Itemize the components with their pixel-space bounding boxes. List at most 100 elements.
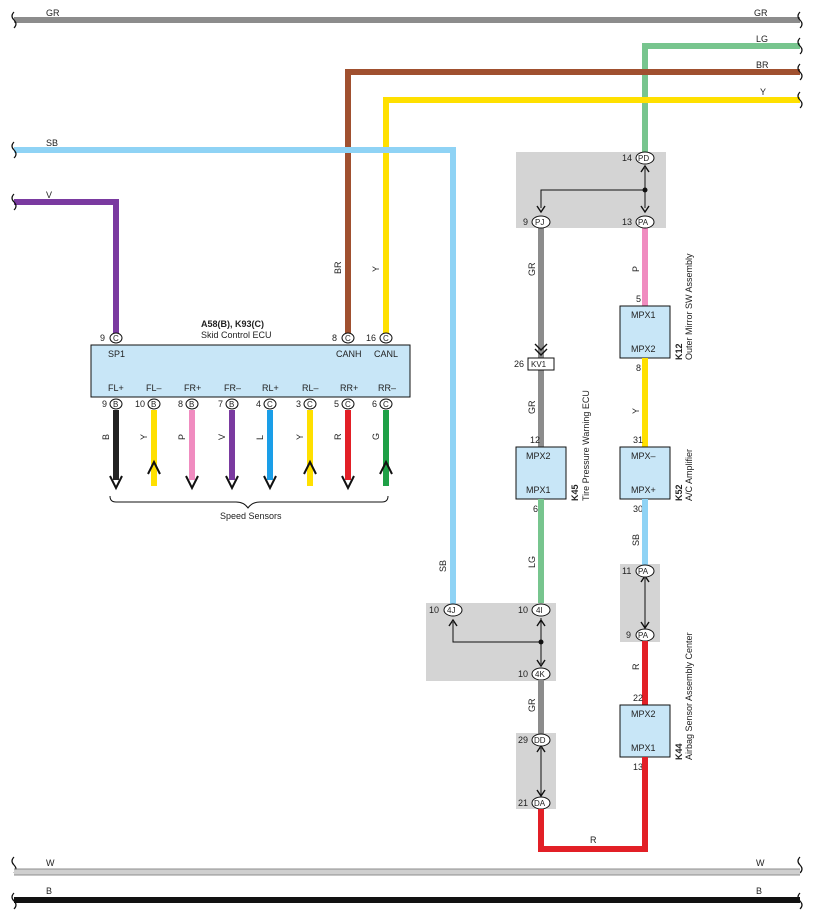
wire-br bbox=[345, 69, 800, 334]
ecu-pin-conn-6: C bbox=[345, 400, 351, 409]
label-y-vert: Y bbox=[371, 266, 381, 272]
label-y-k52: Y bbox=[631, 408, 641, 414]
label-w-left: W bbox=[46, 858, 55, 868]
svg-text:PJ: PJ bbox=[535, 218, 544, 227]
svg-text:4K: 4K bbox=[535, 670, 545, 679]
ecu-top-pin-sp1: C 9 SP1 bbox=[100, 332, 125, 359]
svg-text:11: 11 bbox=[622, 566, 631, 576]
connector-pa-9: PA 9 bbox=[626, 628, 655, 642]
sensor-wire-label-7: G bbox=[371, 433, 381, 440]
ecu-pin-label-1: FL– bbox=[146, 383, 162, 393]
connector-4i-10: 4I 10 bbox=[518, 603, 551, 617]
svg-text:C: C bbox=[345, 334, 351, 343]
connector-pa-11: PA 11 bbox=[622, 564, 655, 578]
arrow-up-4i bbox=[536, 618, 546, 627]
wire-sb-left bbox=[14, 147, 456, 610]
arrow-down-pj bbox=[536, 205, 546, 214]
wire-r-bottom bbox=[538, 757, 648, 852]
ecu-pin-connector-6 bbox=[341, 398, 355, 410]
ecu-bottom-pins: B9FL+BB10FL–YB8FR+PB7FR–VC4RL+LC3RL–YC5R… bbox=[101, 383, 396, 491]
label-gr-kv1-upper: GR bbox=[527, 262, 537, 276]
label-r-k44: R bbox=[631, 663, 641, 670]
ecu-subtitle: Skid Control ECU bbox=[201, 330, 272, 340]
svg-text:10: 10 bbox=[429, 605, 439, 615]
k45-pin-top: MPX2 bbox=[526, 451, 551, 461]
ecu-pin-label-0: FL+ bbox=[108, 383, 124, 393]
ecu-pin-label-4: RL+ bbox=[262, 383, 279, 393]
svg-text:DA: DA bbox=[534, 799, 546, 808]
junction-block-pa-pa bbox=[620, 564, 660, 642]
label-gr-top-left: GR bbox=[46, 8, 60, 18]
svg-text:8: 8 bbox=[332, 333, 337, 343]
svg-text:10: 10 bbox=[518, 605, 528, 615]
svg-text:KV1: KV1 bbox=[531, 360, 547, 369]
label-gr-kv1-lower: GR bbox=[527, 400, 537, 414]
sensor-arrow-7 bbox=[379, 459, 393, 475]
k45-box bbox=[515, 446, 567, 500]
label-b-right: B bbox=[756, 886, 762, 896]
svg-text:9: 9 bbox=[100, 333, 105, 343]
k44-code: K44 bbox=[674, 743, 684, 760]
sensor-arrow-3 bbox=[225, 475, 239, 491]
k45-num-top: 12 bbox=[530, 435, 540, 445]
label-sb-left: SB bbox=[46, 138, 58, 148]
k44-num-bottom: 13 bbox=[633, 762, 643, 772]
label-lg-top: LG bbox=[756, 34, 768, 44]
arrow-down-da bbox=[536, 789, 546, 798]
svg-text:PD: PD bbox=[638, 154, 649, 163]
k12-num-top: 5 bbox=[636, 294, 641, 304]
k45-name: Tire Pressure Warning ECU bbox=[581, 390, 591, 501]
svg-text:C: C bbox=[113, 334, 119, 343]
svg-text:21: 21 bbox=[518, 798, 528, 808]
ecu-pin-connector-3 bbox=[225, 398, 239, 410]
skid-control-ecu-box bbox=[90, 344, 411, 398]
ecu-pin-conn-2: B bbox=[189, 400, 194, 409]
sensor-wire-label-5: Y bbox=[295, 434, 305, 440]
label-v-left: V bbox=[46, 190, 52, 200]
speed-sensors-label: Speed Sensors bbox=[220, 511, 282, 521]
k12-name: Outer Mirror SW Assembly bbox=[684, 253, 694, 360]
svg-text:26: 26 bbox=[514, 359, 524, 369]
break-marks-left bbox=[11, 11, 17, 910]
k52-code: K52 bbox=[674, 484, 684, 501]
k45-code: K45 bbox=[570, 484, 580, 501]
kv1-arrows bbox=[534, 343, 548, 356]
k12-pin-bottom: MPX2 bbox=[631, 344, 656, 354]
arrow-up-pd bbox=[640, 164, 650, 173]
connector-dd-29: DD 29 bbox=[518, 733, 551, 747]
junction-dot-4i bbox=[538, 639, 544, 645]
k44-box bbox=[619, 704, 671, 758]
ecu-pin-num-3: 7 bbox=[218, 399, 223, 409]
ecu-pin-conn-5: C bbox=[307, 400, 313, 409]
connector-pj-9: PJ 9 bbox=[523, 215, 551, 229]
wire-v-left bbox=[14, 199, 119, 334]
label-w-right: W bbox=[756, 858, 765, 868]
svg-text:CANH: CANH bbox=[336, 349, 362, 359]
ecu-pin-conn-0: B bbox=[113, 400, 118, 409]
ecu-pin-connector-7 bbox=[379, 398, 393, 410]
sensor-arrow-2 bbox=[185, 475, 199, 491]
k44-pin-bottom: MPX1 bbox=[631, 743, 656, 753]
ecu-pin-label-5: RL– bbox=[302, 383, 319, 393]
sensor-arrow-1 bbox=[147, 459, 161, 475]
ecu-pin-num-4: 4 bbox=[256, 399, 261, 409]
ecu-pin-num-0: 9 bbox=[102, 399, 107, 409]
label-lg-k45: LG bbox=[527, 556, 537, 568]
arrow-down-4k bbox=[536, 659, 546, 668]
svg-text:SP1: SP1 bbox=[108, 349, 125, 359]
sensor-wire-label-6: R bbox=[333, 433, 343, 440]
k52-pin-bottom: MPX+ bbox=[631, 485, 656, 495]
svg-text:4J: 4J bbox=[447, 606, 455, 615]
connector-da-21: DA 21 bbox=[518, 796, 551, 810]
label-gr-dd: GR bbox=[527, 698, 537, 712]
break-marks-right bbox=[797, 11, 803, 910]
svg-text:14: 14 bbox=[622, 153, 632, 163]
k12-num-bottom: 8 bbox=[636, 363, 641, 373]
ecu-top-pin-canh: C 8 CANH bbox=[332, 332, 362, 359]
k52-name: A/C Amplifier bbox=[684, 449, 694, 501]
sensor-wire-label-4: L bbox=[255, 435, 265, 440]
